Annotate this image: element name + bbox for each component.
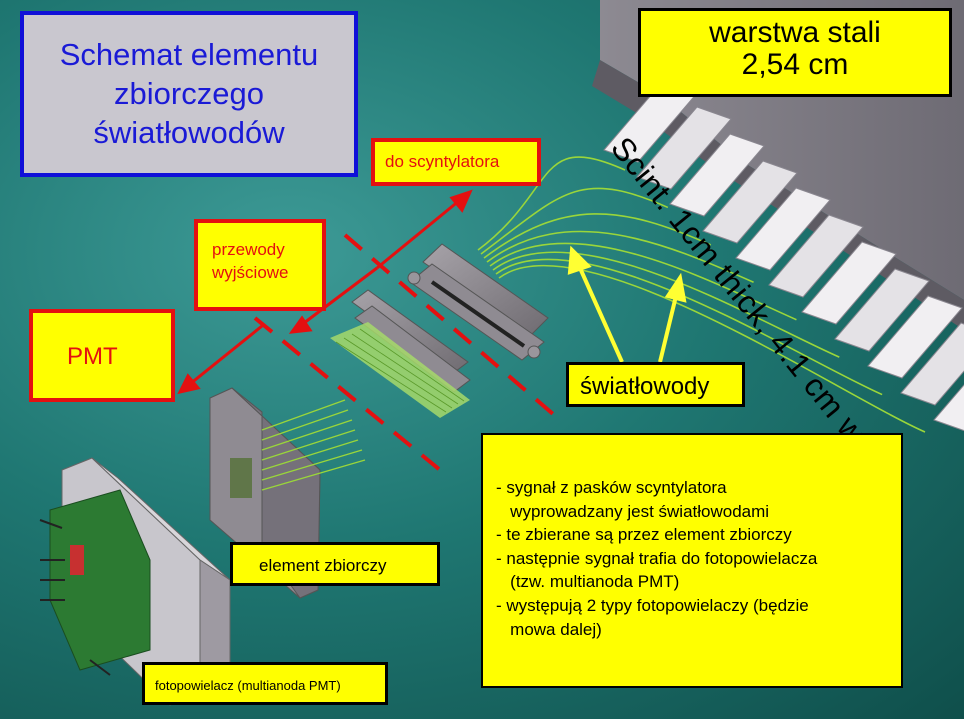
scintillator-strip bbox=[669, 133, 765, 217]
scintillator-strip bbox=[735, 187, 831, 271]
photomultiplier-unit bbox=[39, 457, 231, 706]
optical-fiber bbox=[489, 242, 797, 321]
optical-fiber bbox=[480, 187, 669, 255]
fibers-label: światłowody bbox=[566, 362, 745, 407]
output-wires-line: wyjściowe bbox=[212, 263, 289, 282]
description-line: - następnie sygnał trafia do fotopowiela… bbox=[496, 548, 818, 568]
collecting-element-label: element zbiorczy bbox=[230, 542, 440, 586]
fiber-pointer-arrows bbox=[567, 245, 687, 363]
direction-arrows bbox=[177, 189, 473, 395]
diagram-title: Schemat elementu zbiorczego światłowodów bbox=[20, 11, 358, 177]
scintillator-strip bbox=[768, 214, 864, 298]
title-line: światłowodów bbox=[93, 115, 285, 150]
collecting-element-block bbox=[330, 289, 471, 418]
optical-fiber bbox=[492, 251, 840, 358]
optical-fiber bbox=[498, 264, 926, 433]
description-line: - sygnał z pasków scyntylatora bbox=[496, 478, 727, 497]
optical-fiber bbox=[477, 156, 626, 251]
scintillator-strip bbox=[702, 160, 798, 244]
title-line: zbiorczego bbox=[114, 76, 264, 111]
scintillator-strip bbox=[834, 268, 930, 352]
output-wires-line: przewody bbox=[212, 240, 285, 259]
steel-layer-label: warstwa stali 2,54 cm bbox=[638, 8, 952, 97]
description-line: mowa dalej) bbox=[496, 619, 602, 639]
title-line: Schemat elementu bbox=[59, 37, 319, 72]
scintillator-strip bbox=[636, 106, 732, 190]
description-line: - występują 2 typy fotopowielaczy (będzi… bbox=[496, 595, 809, 615]
optical-fiber bbox=[483, 213, 712, 259]
fiber-connector bbox=[407, 243, 549, 361]
description-line: wyprowadzany jest światłowodami bbox=[496, 501, 770, 521]
description-box: - sygnał z pasków scyntylatora wyprowadz… bbox=[481, 433, 903, 688]
photomultiplier-label: fotopowielacz (multianoda PMT) bbox=[142, 662, 388, 705]
steel-layer-line: 2,54 cm bbox=[741, 48, 849, 81]
scintillator-strip bbox=[900, 322, 964, 406]
scintillator-strips bbox=[603, 79, 964, 432]
description-line: - te zbierane są przez element zbiorczy bbox=[496, 525, 792, 545]
scintillator-strip bbox=[801, 241, 897, 325]
pmt-label: PMT bbox=[29, 309, 175, 402]
scintillator-strip bbox=[867, 295, 963, 379]
optical-fiber bbox=[486, 230, 754, 284]
to-scintillator-label: do scyntylatora bbox=[371, 138, 541, 186]
steel-layer-line: warstwa stali bbox=[709, 16, 881, 49]
description-line: (tzw. multianoda PMT) bbox=[496, 572, 680, 592]
scintillator-strip bbox=[933, 384, 964, 432]
output-wires-label: przewody wyjściowe bbox=[194, 219, 326, 311]
